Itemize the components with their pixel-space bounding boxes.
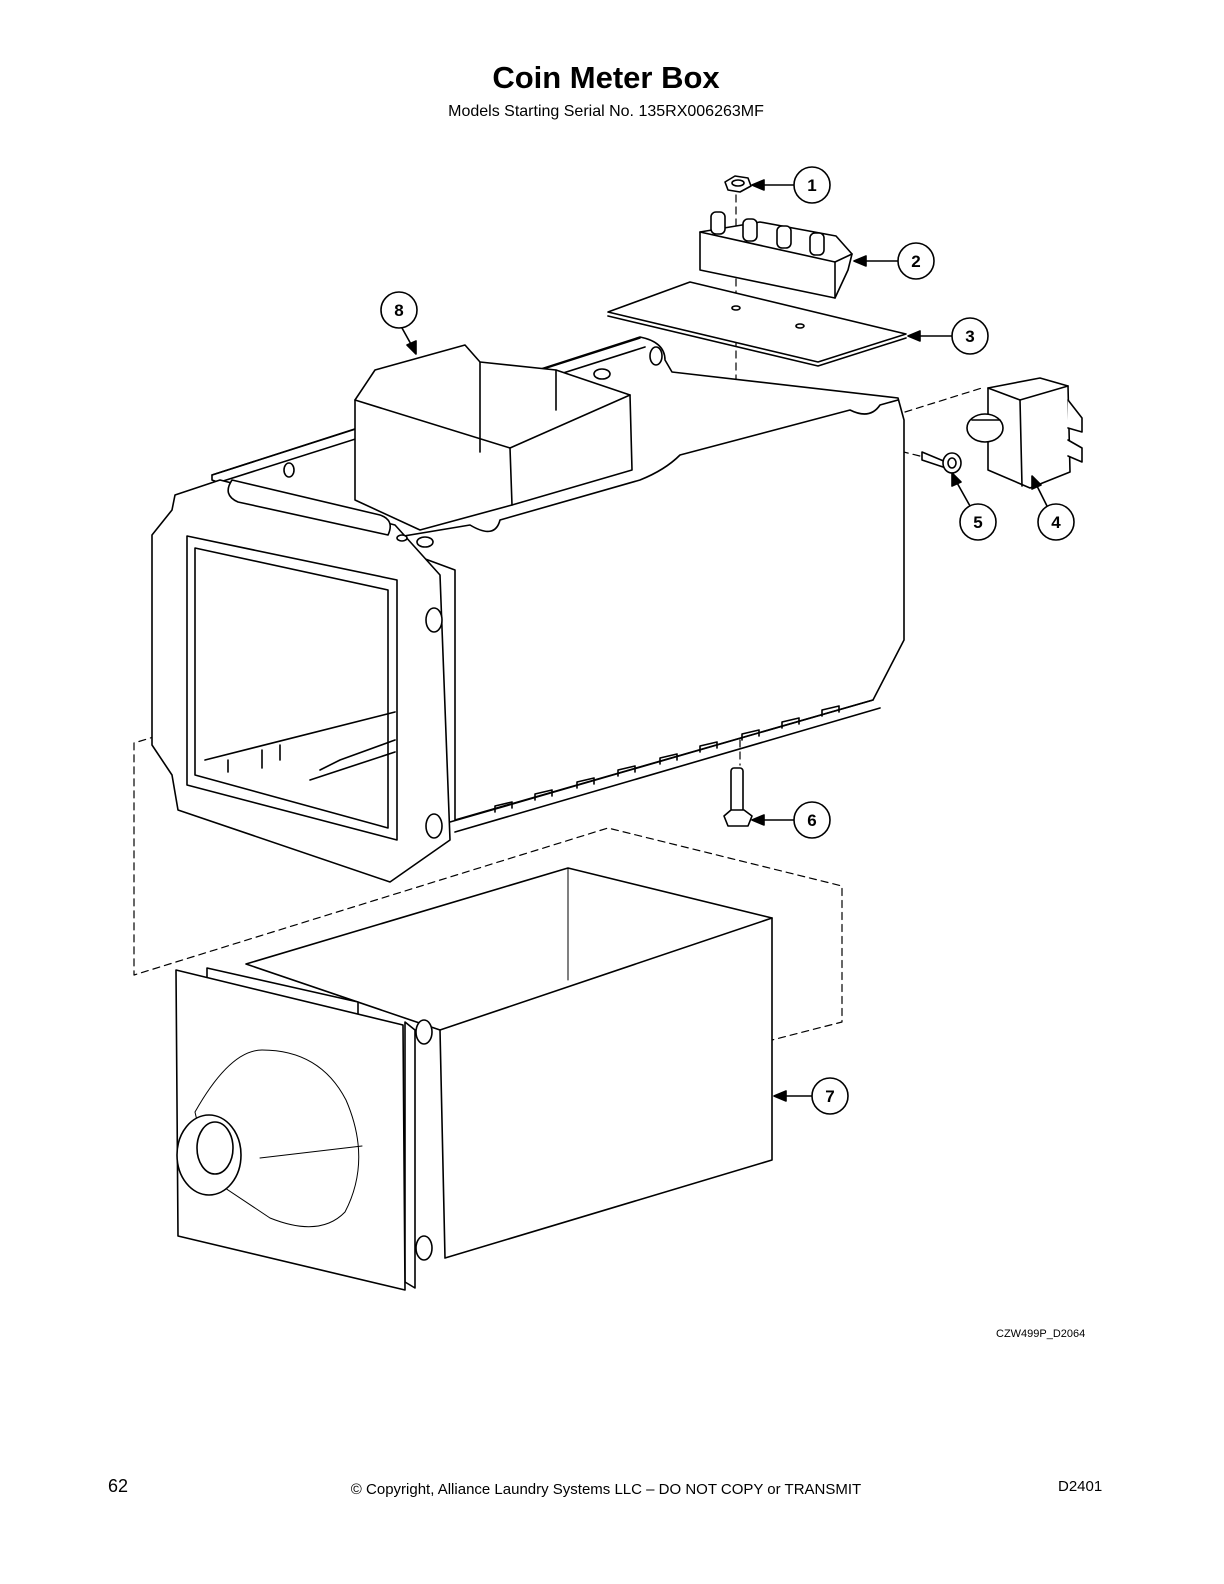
page-subtitle: Models Starting Serial No. 135RX006263MF bbox=[448, 103, 764, 120]
copyright-notice: © Copyright, Alliance Laundry Systems LL… bbox=[350, 1481, 862, 1498]
callout-8: 8 bbox=[380, 291, 418, 355]
part-screw bbox=[921, 451, 962, 474]
callout-6-label: 6 bbox=[807, 811, 816, 830]
callout-4-label: 4 bbox=[1051, 513, 1061, 532]
part-switch bbox=[966, 377, 1083, 489]
callout-4: 4 bbox=[1031, 475, 1075, 541]
part-insulator-plate bbox=[607, 281, 907, 367]
callout-1-label: 1 bbox=[807, 176, 816, 195]
page-number: 62 bbox=[108, 1476, 129, 1496]
part-nut bbox=[724, 175, 752, 193]
part-bolt bbox=[723, 767, 753, 827]
drawing-id: CZW499P_D2064 bbox=[996, 1328, 1086, 1340]
callout-3: 3 bbox=[907, 317, 989, 355]
meter-box-housing bbox=[151, 336, 905, 883]
callout-2-label: 2 bbox=[911, 252, 920, 271]
part-coin-box bbox=[175, 867, 773, 1291]
document-code: D2401 bbox=[1058, 1478, 1103, 1495]
callout-7: 7 bbox=[773, 1077, 849, 1115]
callout-6: 6 bbox=[751, 801, 831, 839]
callout-5: 5 bbox=[951, 472, 997, 541]
part-terminal-block bbox=[699, 211, 853, 299]
callout-7-label: 7 bbox=[825, 1087, 834, 1106]
callout-5-label: 5 bbox=[973, 513, 982, 532]
page-title: Coin Meter Box bbox=[492, 60, 720, 95]
callout-3-label: 3 bbox=[965, 327, 974, 346]
callout-2: 2 bbox=[853, 242, 935, 280]
callout-8-label: 8 bbox=[394, 301, 403, 320]
callout-1: 1 bbox=[751, 166, 831, 204]
